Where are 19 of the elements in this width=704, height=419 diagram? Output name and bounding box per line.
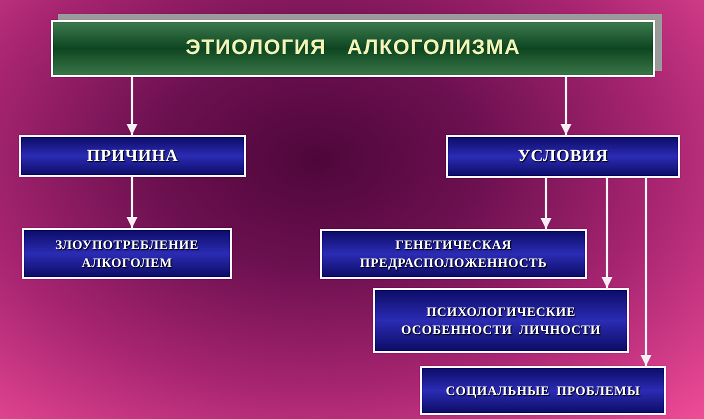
process-box: [420, 366, 666, 415]
box-label: ЗЛОУПОТРЕБЛЕНИЕ АЛКОГОЛЕМ: [54, 236, 200, 272]
arrow: [560, 77, 572, 135]
process-box: [320, 229, 587, 279]
arrow: [602, 178, 612, 288]
arrow: [126, 77, 138, 135]
process-box: [373, 288, 629, 353]
arrow: [540, 178, 552, 229]
box-label: ПРИЧИНА: [86, 144, 178, 167]
process-box: [19, 135, 246, 177]
arrow: [640, 178, 652, 366]
box-label: ГЕНЕТИЧЕСКАЯ ПРЕДРАСПОЛОЖЕННОСТЬ: [358, 236, 548, 272]
box-label: СОЦИАЛЬНЫЕ ПРОБЛЕМЫ: [446, 382, 640, 400]
box-label: ПСИХОЛОГИЧЕСКИЕ ОСОБЕННОСТИ ЛИЧНОСТИ: [400, 302, 602, 338]
title-text: ЭТИОЛОГИЯ АЛКОГОЛИЗМА: [185, 35, 521, 62]
arrow: [126, 177, 138, 228]
box-label: УСЛОВИЯ: [518, 145, 608, 168]
process-box: [446, 135, 680, 178]
process-box: [22, 228, 232, 279]
